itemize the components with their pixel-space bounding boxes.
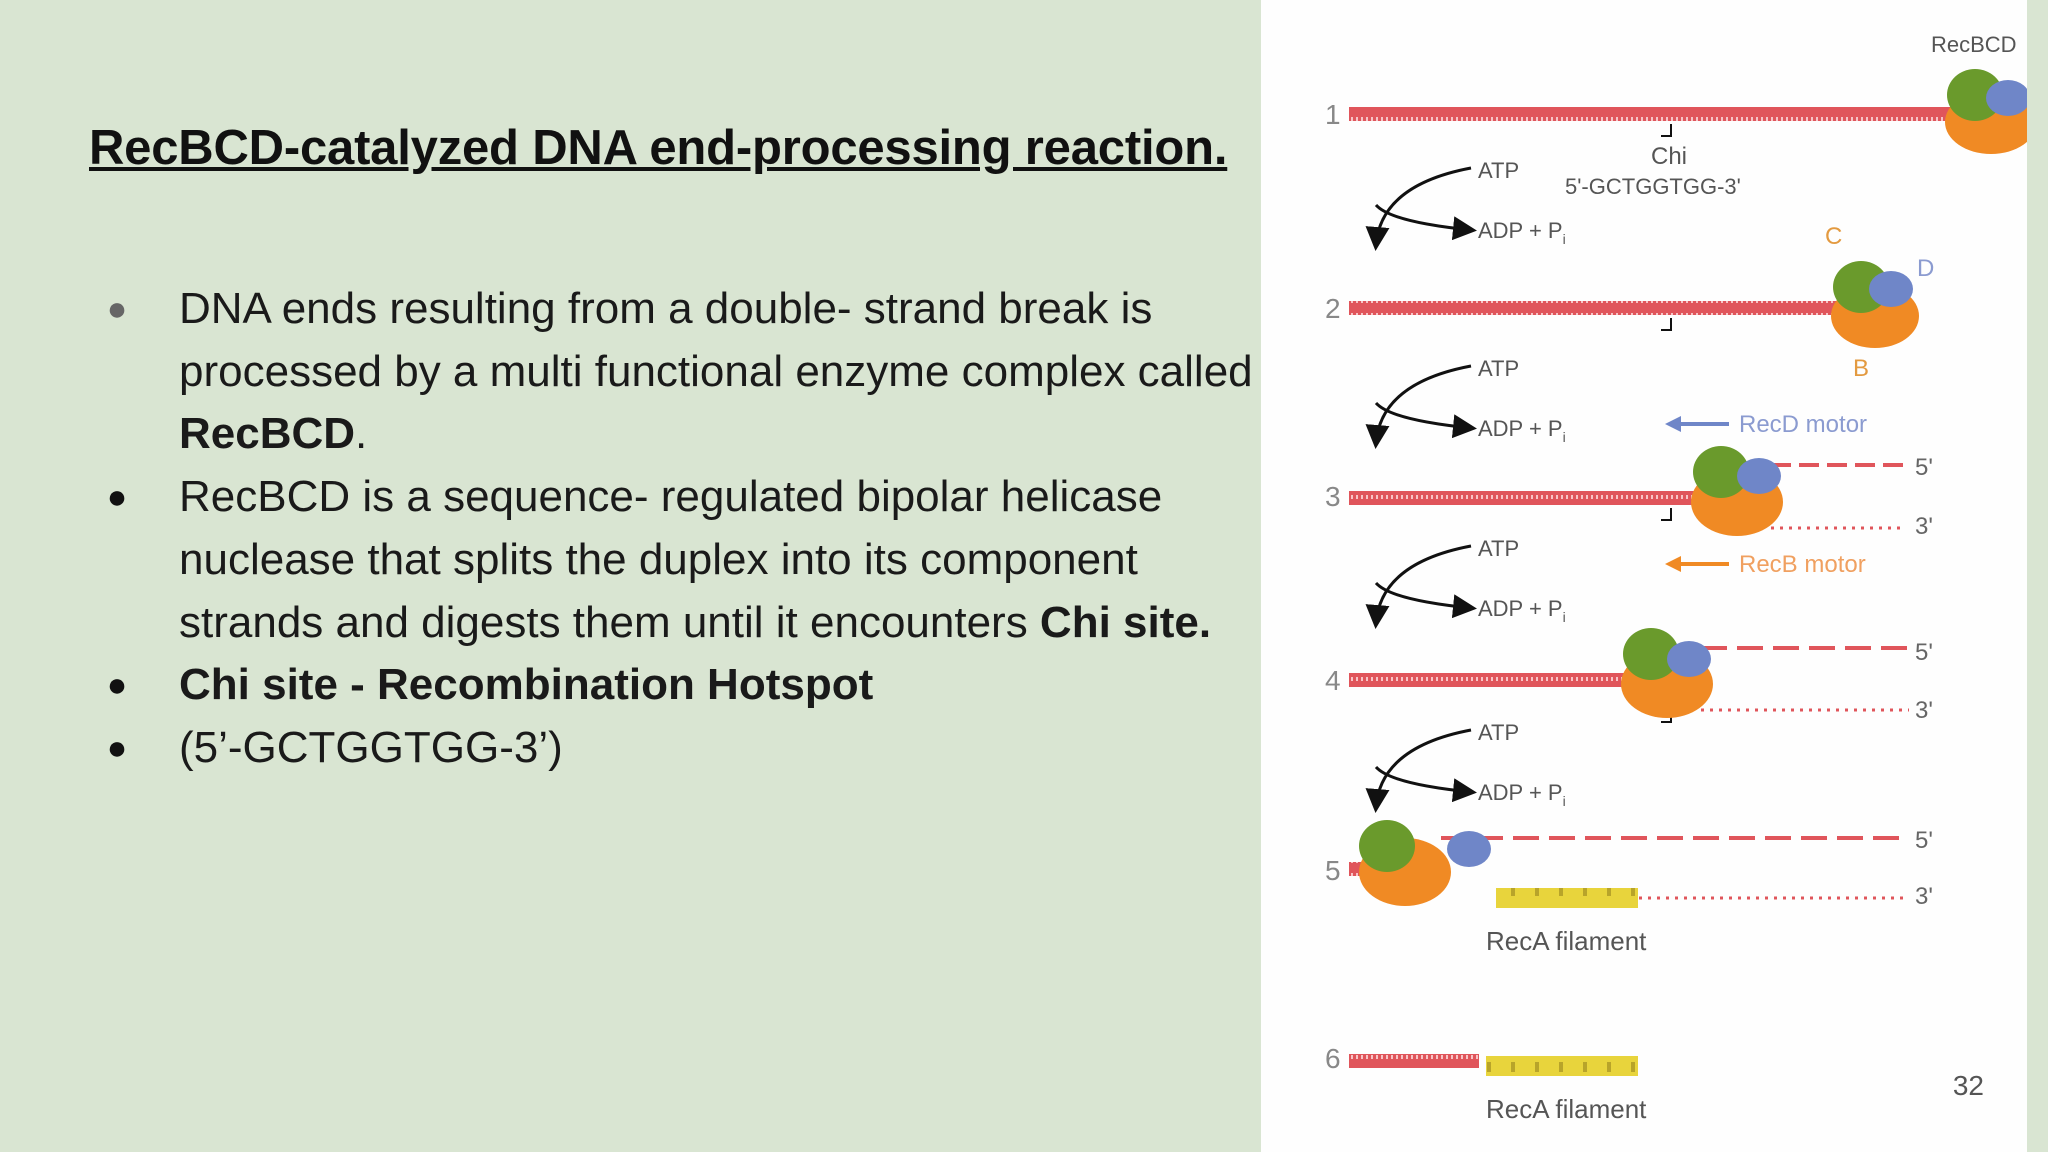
subunit-d [1986,80,2027,116]
recd-motor-arrow [1665,416,1729,432]
prime-3-label: 3' [1915,883,1933,910]
subunit-c [1947,69,2003,121]
atp-label: ATP [1478,356,1519,381]
prime-5-label: 5' [1915,454,1933,481]
bullet-text: DNA ends resulting from a double- strand… [179,284,1253,396]
bullet-text: . [355,409,368,459]
bullet-text: Chi site - Recombination Hotspot [179,660,874,710]
recb-motor-arrow [1665,556,1729,572]
double-strand-dna [1349,301,1909,315]
chi-marker [1661,508,1672,521]
bullet-item: ● (5’-GCTGGTGG-3’) [102,717,1262,780]
adp-label: ADP + Pi [1478,780,1566,809]
bullet-item: ● RecBCD is a sequence- regulated bipola… [102,466,1262,654]
adp-label: ADP + Pi [1478,416,1566,445]
prime-3-label: 3' [1915,513,1933,540]
bullet-bold-text: Chi site. [1039,597,1212,647]
recbcd-diagram: RecBCD 1 Chi 5'-GCTGGTGG-3' ATP ADP + Pi… [1261,0,2027,1152]
subunit-d [1869,271,1913,307]
reca-filament-label: RecA filament [1486,1094,1647,1124]
step-number: 1 [1325,99,1341,130]
subunit-c [1623,628,1679,680]
recbcd-label: RecBCD [1931,32,2017,57]
atp-label: ATP [1478,720,1519,745]
double-strand-dna [1349,1054,1479,1068]
bullet-dot: ● [106,478,128,517]
prime-5-label: 5' [1915,639,1933,666]
reca-filament [1486,1056,1638,1076]
subunit-d [1737,458,1781,494]
atp-hydrolysis-arrow [1365,728,1477,813]
subunit-d [1447,831,1491,867]
step-number: 4 [1325,665,1341,696]
chi-marker [1661,124,1672,137]
subunit-b-label: B [1853,355,1869,382]
double-strand-dna [1349,491,1769,505]
adp-label: ADP + Pi [1478,596,1566,625]
chi-sequence: 5'-GCTGGTGG-3' [1565,174,1741,199]
bullet-item: ● DNA ends resulting from a double- stra… [102,278,1262,466]
recb-motor-label: RecB motor [1739,551,1866,578]
atp-label: ATP [1478,158,1519,183]
chi-marker [1661,318,1672,331]
atp-hydrolysis-arrow [1365,364,1477,449]
atp-hydrolysis-arrow [1365,166,1477,251]
step-number: 3 [1325,481,1341,512]
bullet-dot: ● [106,666,128,705]
step-number: 5 [1325,855,1341,886]
step-number: 2 [1325,293,1341,324]
atp-label: ATP [1478,536,1519,561]
subunit-c-label: C [1825,223,1842,250]
reca-filament [1496,888,1638,908]
recd-motor-label: RecD motor [1739,411,1867,438]
bullet-bold-text: RecBCD [179,409,356,459]
step-number: 6 [1325,1043,1341,1074]
reca-filament-label: RecA filament [1486,926,1647,956]
subunit-c [1359,820,1415,872]
double-strand-dna [1349,673,1699,687]
slide-title: RecBCD-catalyzed DNA end-processing reac… [89,121,1228,175]
bullet-dot: ● [106,728,128,767]
bullet-item: ● Chi site - Recombination Hotspot [102,654,1262,717]
subunit-c [1693,446,1749,498]
bullet-list: ● DNA ends resulting from a double- stra… [102,278,1262,780]
diagram-svg: RecBCD 1 Chi 5'-GCTGGTGG-3' ATP ADP + Pi… [1325,32,2027,1124]
adp-label: ADP + Pi [1478,218,1566,247]
atp-hydrolysis-arrow [1365,544,1477,629]
subunit-d [1667,641,1711,677]
subunit-d-label: D [1917,255,1934,282]
bullet-text: RecBCD is a sequence- regulated bipolar … [179,472,1163,647]
bullet-dot: ● [106,290,128,328]
double-strand-dna [1349,107,1969,121]
prime-3-label: 3' [1915,697,1933,724]
chi-label: Chi [1651,143,1687,170]
prime-5-label: 5' [1915,827,1933,854]
page-number: 32 [1952,1070,1984,1101]
bullet-text: (5’-GCTGGTGG-3’) [179,722,563,772]
